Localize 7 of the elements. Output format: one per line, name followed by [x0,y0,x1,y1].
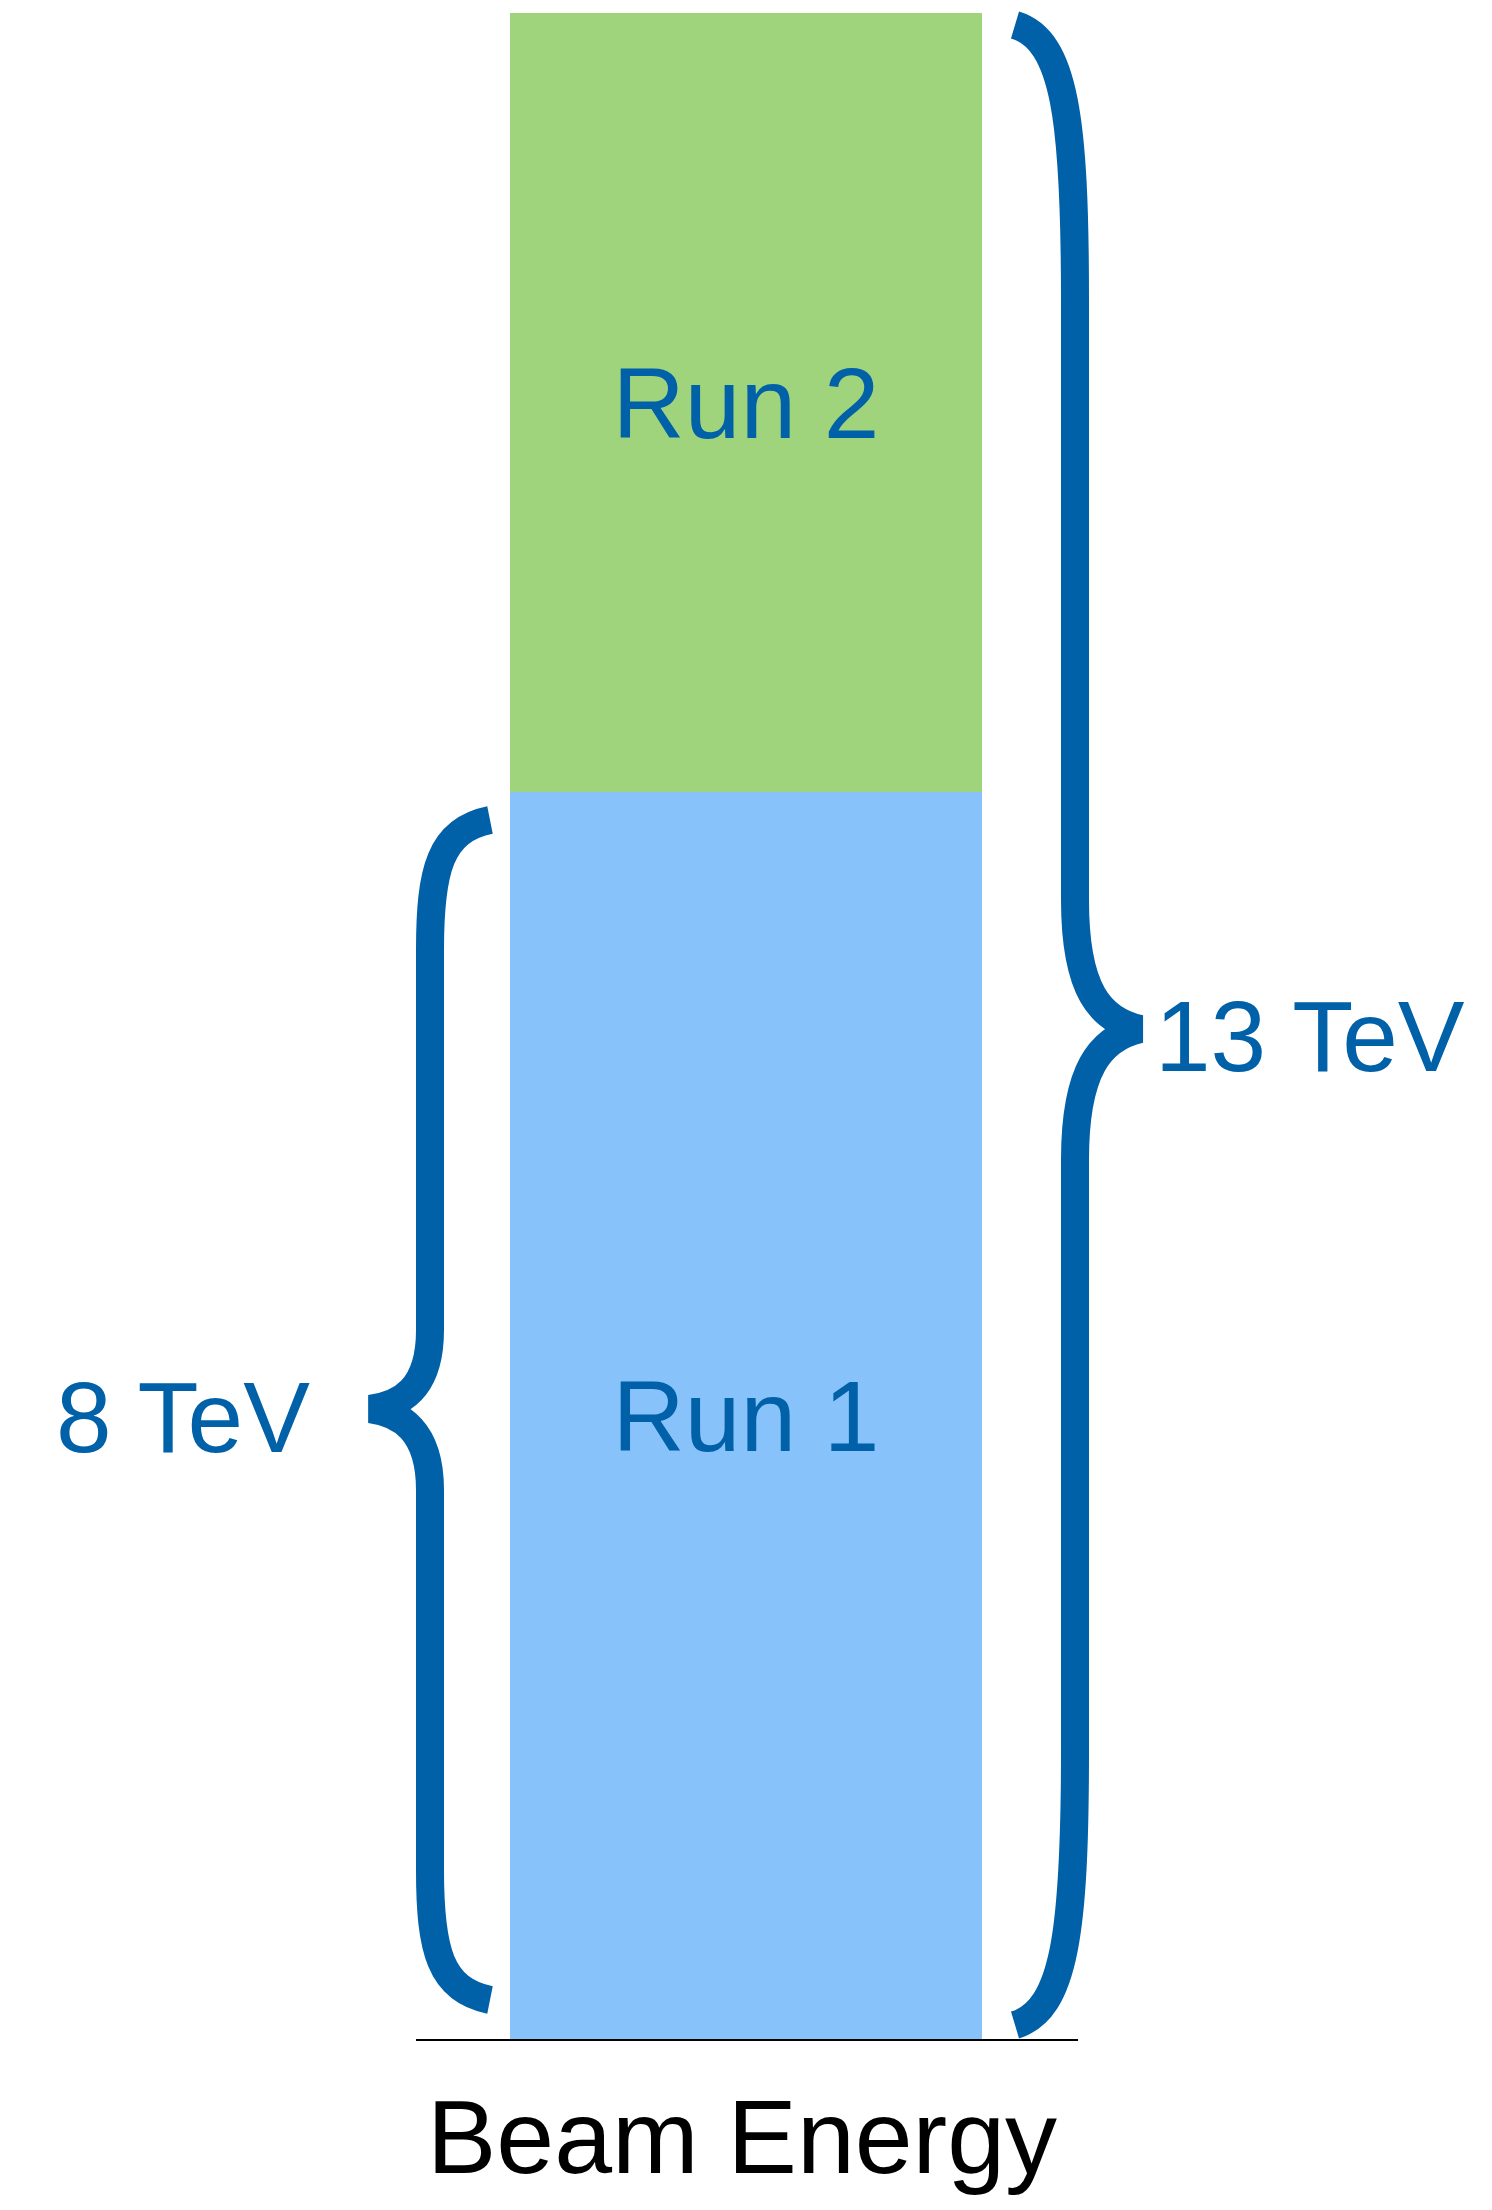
energy-bar-segment [510,792,982,2039]
run-label: Run 2 [612,352,880,453]
run-label: Run 1 [612,1365,880,1466]
energy-bar-segment [510,13,982,792]
energy-label: 13 TeV [1155,979,1465,1094]
energy-label: 8 TeV [56,1360,310,1475]
axis-label: Beam Energy [427,2078,1058,2197]
